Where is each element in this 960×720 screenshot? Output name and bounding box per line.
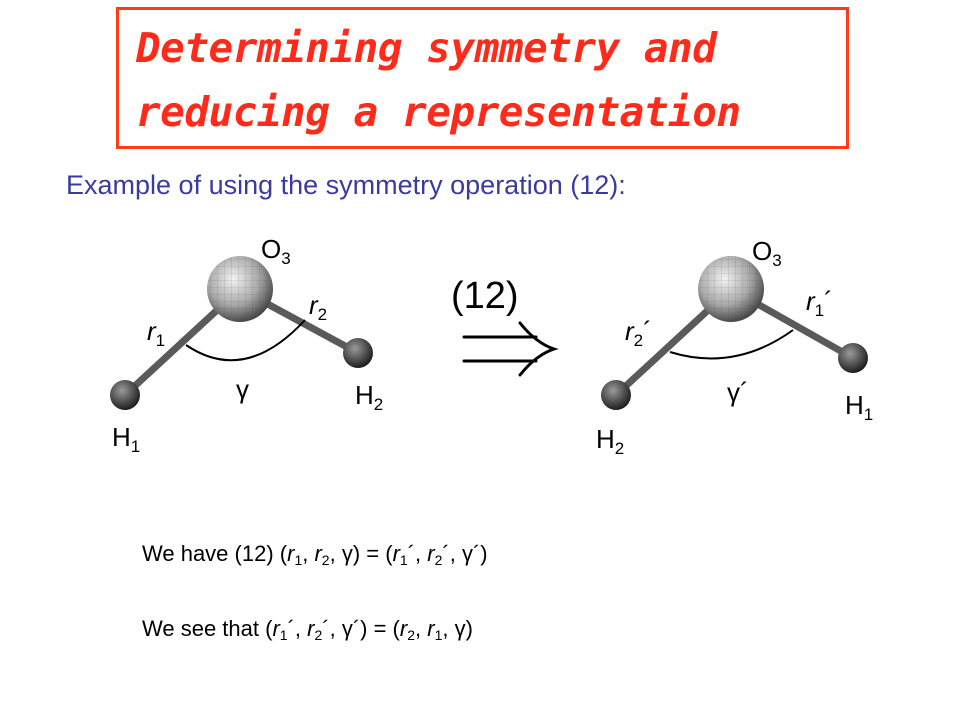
operation-label: (12) — [451, 275, 519, 317]
label-o3: O3 — [261, 234, 291, 268]
title-line-1: Determining symmetry and — [136, 24, 717, 72]
label-r1: r1 — [147, 316, 166, 350]
hydrogen-atom-2 — [343, 338, 373, 368]
label-r2: r2 — [309, 290, 328, 324]
hydrogen-atom-1 — [110, 380, 140, 410]
label-o3-right: O3 — [752, 236, 782, 270]
label-r2-prime: r2´ — [625, 316, 652, 350]
equation-2: We see that (r1´, r2´, γ´) = (r2, r1, γ) — [142, 616, 473, 643]
label-h1: H1 — [112, 422, 141, 456]
label-r1-prime: r1´ — [806, 286, 833, 320]
label-h1-right: H1 — [845, 390, 874, 424]
angle-arc — [185, 319, 306, 362]
label-gamma-prime: γ´ — [727, 377, 749, 407]
title-box: Determining symmetry and reducing a repr… — [116, 7, 849, 149]
left-molecule — [110, 256, 373, 410]
label-h2-right: H2 — [596, 424, 625, 458]
hydrogen-atom-2 — [601, 380, 631, 410]
label-gamma: γ — [236, 374, 249, 404]
equation-1: We have (12) (r1, r2, γ) = (r1´, r2´, γ´… — [142, 541, 488, 568]
title-line-2: reducing a representation — [136, 88, 741, 136]
angle-arc-prime — [669, 329, 794, 360]
hydrogen-atom-1 — [838, 343, 868, 373]
label-h2: H2 — [355, 380, 384, 414]
right-molecule — [601, 256, 868, 410]
implies-arrow-icon — [462, 321, 559, 377]
subtitle: Example of using the symmetry operation … — [66, 170, 626, 200]
